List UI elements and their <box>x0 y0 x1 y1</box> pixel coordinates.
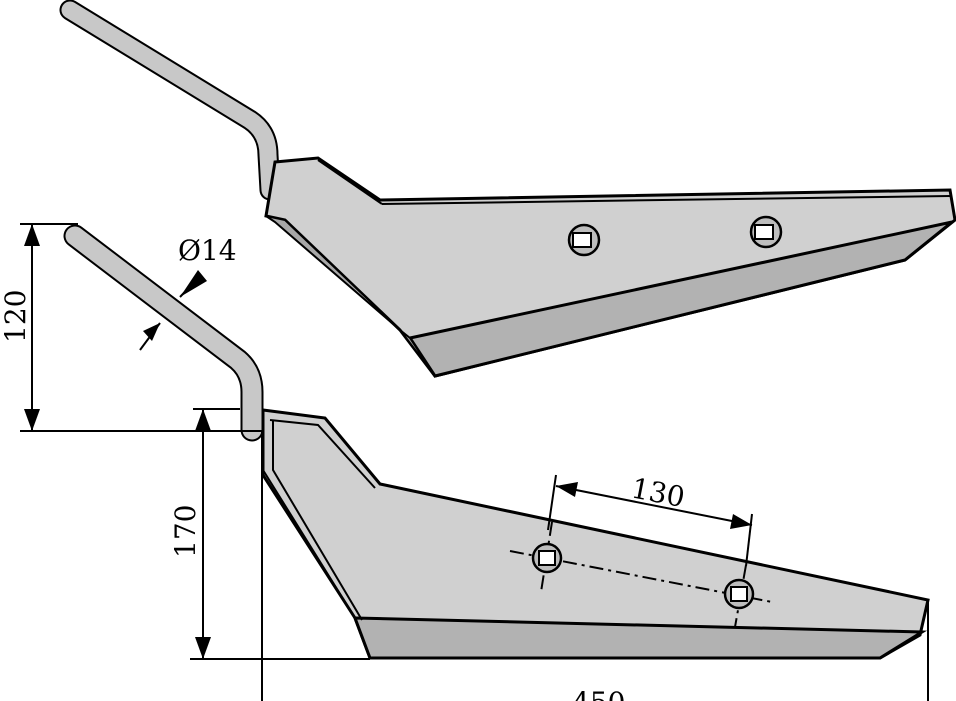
blade-height-label: 170 <box>169 505 202 558</box>
bottom-view-part <box>63 224 930 660</box>
rod-diameter-label: Ø14 <box>178 234 237 267</box>
top-blade-side <box>265 215 436 377</box>
top-hole-1 <box>567 223 601 257</box>
bottom-blade-edge <box>352 616 928 660</box>
rod-height-label: 120 <box>0 290 32 343</box>
dimension-lines <box>20 223 929 701</box>
hole-spacing-label: 130 <box>629 471 688 514</box>
bottom-hole-1 <box>531 521 563 593</box>
bottom-hole-2 <box>723 564 755 628</box>
top-hole-2 <box>749 215 783 249</box>
top-view-part <box>59 0 956 378</box>
overall-length-label: 450 <box>572 686 625 701</box>
